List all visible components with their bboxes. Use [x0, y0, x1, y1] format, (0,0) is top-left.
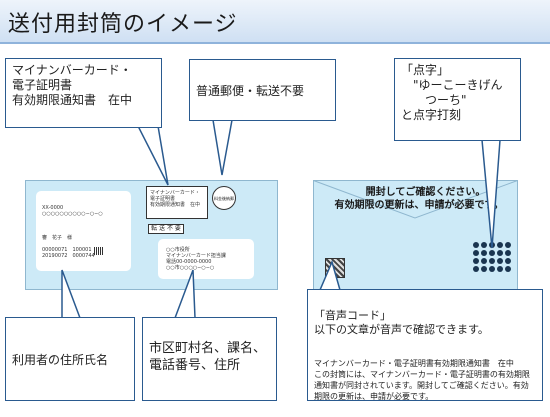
enclosure-stamp-box: マイナンバーカード・ 電子証明書 有効期限通知書 在中	[146, 186, 208, 219]
recipient-window: XX-0000 ○○○○○○○○○○−○−○ 審 花子 様 00000071 1…	[36, 191, 131, 271]
back-envelope: 開封してご確認ください。 有効期限の更新は、申請が必要です。	[313, 180, 518, 290]
callout-card-info: マイナンバーカード・ 電子証明書 有効期限通知書 在中	[5, 58, 162, 128]
callout-city-office: 市区町村名、課名、 電話番号、住所	[142, 317, 277, 401]
callout-user-address: 利用者の住所氏名	[5, 317, 135, 401]
enclosure-stamp-text: マイナンバーカード・ 電子証明書 有効期限通知書 在中	[150, 190, 201, 208]
front-envelope: XX-0000 ○○○○○○○○○○−○−○ 審 花子 様 00000071 1…	[25, 180, 278, 290]
voice-code-text: マイナンバーカード・電子証明書有効期限通知書 在中 この封筒には、マイナンバーカ…	[314, 359, 530, 401]
sender-address: ○○市役所 マイナンバーカード担当課 電話00-0000-0000 ○○市○○○…	[166, 247, 226, 271]
sender-window: ○○市役所 マイナンバーカード担当課 電話00-0000-0000 ○○市○○○…	[158, 239, 254, 279]
forward-label-box: 転 送 不 要	[148, 224, 184, 234]
callout-voice-code: 「音声コード」 以下の文章が音声で確認できます。 マイナンバーカード・電子証明書…	[307, 289, 543, 401]
voice-code-icon	[325, 258, 345, 278]
braille-dots-icon	[473, 242, 511, 272]
voice-code-title: 「音声コード」 以下の文章が音声で確認できます。	[314, 309, 489, 336]
barcode-icon	[94, 247, 104, 255]
back-line-1: 開封してご確認ください。	[365, 187, 486, 198]
page-title: 送付用封筒のイメージ	[8, 12, 238, 37]
callout-postal: 普通郵便・転送不要	[189, 59, 336, 121]
title-bar: 送付用封筒のイメージ	[0, 0, 550, 44]
postage-mark-text: 料金後納郵便	[214, 196, 234, 201]
back-line-2: 有効期限の更新は、申請が必要です。	[334, 200, 504, 211]
postage-mark: 料金後納郵便	[212, 186, 236, 210]
forward-label: 転 送 不 要	[151, 225, 181, 232]
recipient-address: XX-0000 ○○○○○○○○○○−○−○ 審 花子 様 00000071 1…	[42, 205, 103, 259]
callout-braille: 「点字」 "ゆーこーきげん つーち" と点字打刻	[394, 58, 521, 141]
